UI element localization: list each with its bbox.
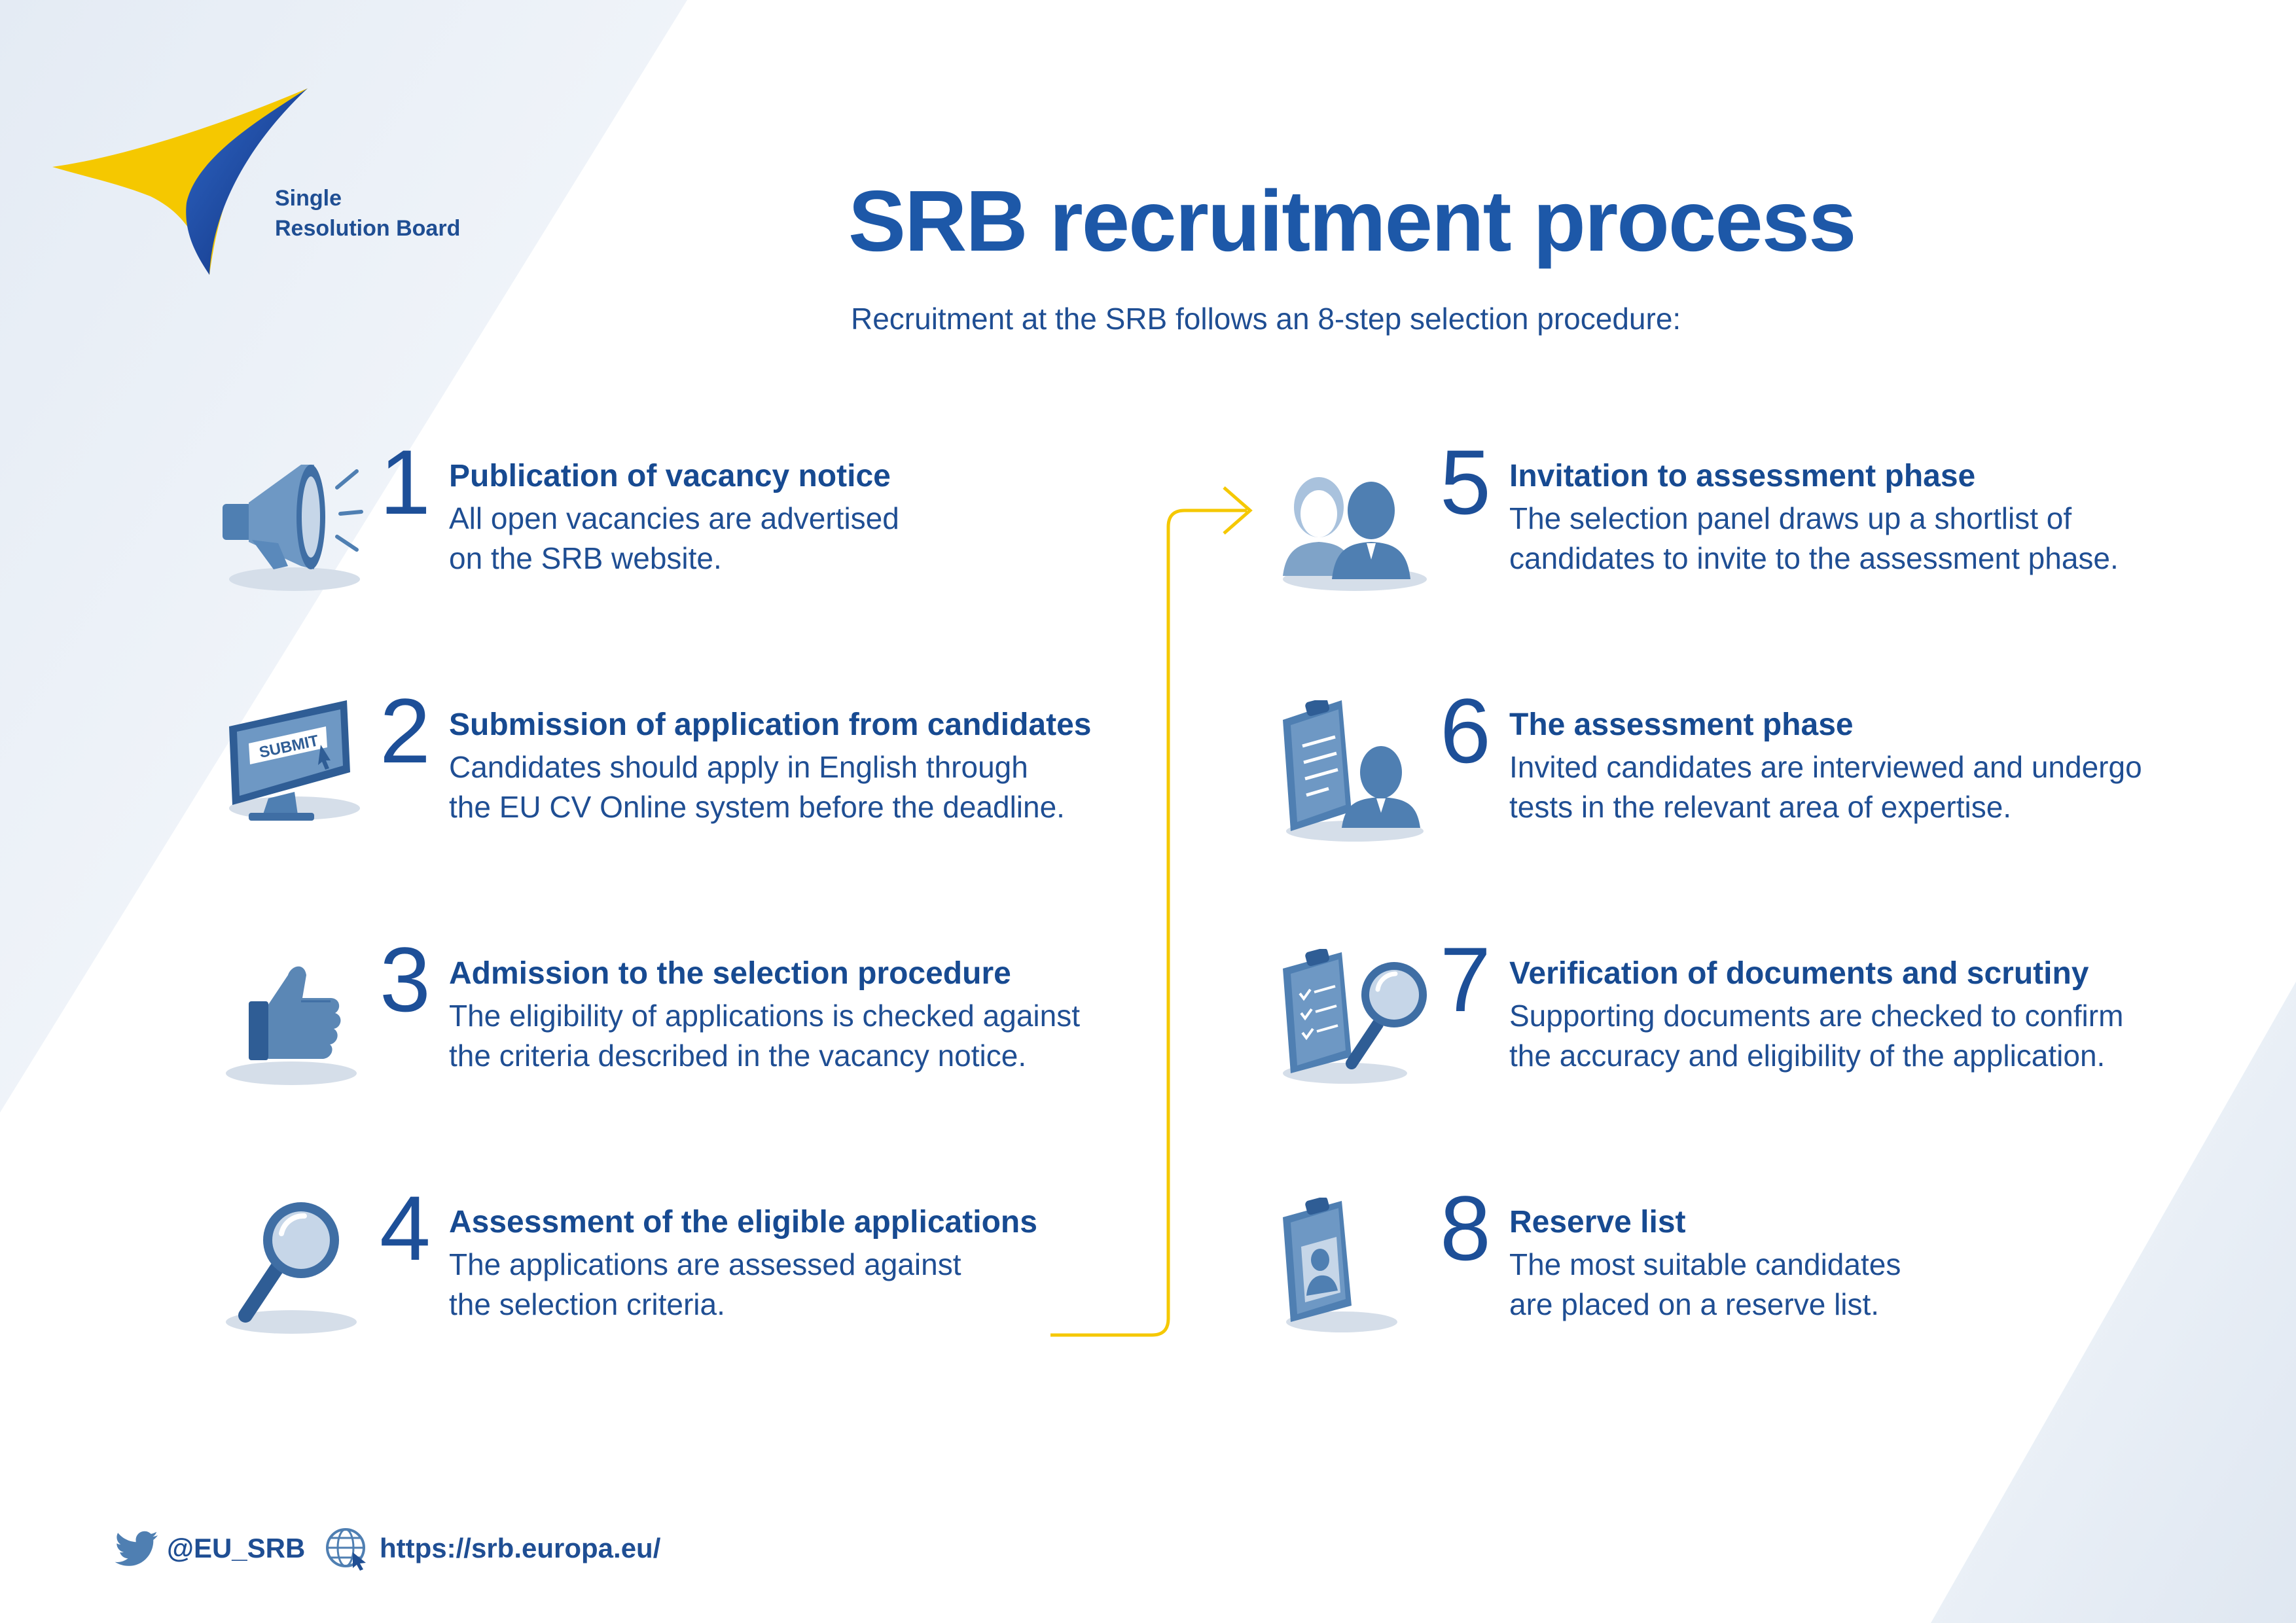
step-description: The selection panel draws up a shortlist… xyxy=(1509,499,2164,579)
step-description-line: on the SRB website. xyxy=(449,541,722,575)
step-description-line: the EU CV Online system before the deadl… xyxy=(449,790,1065,824)
step-number: 2 xyxy=(380,679,431,782)
step-heading: Publication of vacancy notice xyxy=(449,459,891,493)
step-description-line: the selection criteria. xyxy=(449,1287,725,1321)
logo-line-2: Resolution Board xyxy=(275,216,461,241)
step-description-line: Invited candidates are interviewed and u… xyxy=(1509,750,2142,784)
megaphone-icon xyxy=(223,465,363,591)
twitter-handle-link[interactable]: @EU_SRB xyxy=(167,1533,306,1563)
step-description: Invited candidates are interviewed and u… xyxy=(1509,747,2164,827)
step-4: 4 Assessment of the eligible application… xyxy=(223,1179,1073,1368)
step-description-line: tests in the relevant area of expertise. xyxy=(1509,790,2012,824)
step-heading: Invitation to assessment phase xyxy=(1509,459,1976,493)
step-heading: Admission to the selection procedure xyxy=(449,956,1011,991)
step-number: 7 xyxy=(1440,928,1491,1031)
clipboard-person-icon xyxy=(1283,700,1424,842)
step-number: 5 xyxy=(1440,431,1491,533)
step-3: 3 Admission to the selection procedure T… xyxy=(223,931,1080,1119)
globe-icon xyxy=(326,1528,366,1571)
step-number: 6 xyxy=(1440,679,1491,782)
srb-logo xyxy=(52,88,308,275)
step-description-line: the accuracy and eligibility of the appl… xyxy=(1509,1039,2106,1073)
step-heading: Assessment of the eligible applications xyxy=(449,1205,1037,1240)
step-description-line: Candidates should apply in English throu… xyxy=(449,750,1028,784)
step-2: SUBMIT 2 Submission of application from … xyxy=(223,682,1091,870)
step-heading: Reserve list xyxy=(1509,1205,1686,1240)
step-description-line: candidates to invite to the assessment p… xyxy=(1509,541,2119,575)
step-1: 1 Publication of vacancy notice All open… xyxy=(223,433,1073,622)
step-description-line: the criteria described in the vacancy no… xyxy=(449,1039,1027,1073)
checklist-magnifier-icon xyxy=(1283,949,1427,1084)
step-6: 6 The assessment phase Invited candidate… xyxy=(1283,682,2142,870)
page-subtitle: Recruitment at the SRB follows an 8-step… xyxy=(851,302,1681,336)
step-number: 1 xyxy=(380,431,431,533)
step-description-line: The selection panel draws up a shortlist… xyxy=(1509,501,2072,535)
step-description-line: Supporting documents are checked to conf… xyxy=(1509,999,2124,1033)
step-number: 3 xyxy=(380,928,431,1031)
step-number: 8 xyxy=(1440,1177,1491,1279)
people-icon xyxy=(1283,477,1427,591)
step-heading: Submission of application from candidate… xyxy=(449,707,1092,742)
step-description: The most suitable candidates are placed … xyxy=(1509,1245,2164,1325)
step-heading: The assessment phase xyxy=(1509,707,1854,742)
website-link[interactable]: https://srb.europa.eu/ xyxy=(380,1533,661,1563)
logo-line-1: Single xyxy=(275,186,342,211)
step-description: Supporting documents are checked to conf… xyxy=(1509,996,2164,1076)
magnifier-icon xyxy=(226,1202,357,1334)
step-8: 8 Reserve list The most suitable candida… xyxy=(1283,1179,2134,1368)
thumbs-up-icon xyxy=(226,966,357,1085)
step-7: 7 Verification of documents and scrutiny… xyxy=(1283,931,2134,1119)
page-title: SRB recruitment process xyxy=(848,173,1857,269)
step-description: Candidates should apply in English throu… xyxy=(449,747,1103,827)
step-heading: Verification of documents and scrutiny xyxy=(1509,956,2089,991)
step-description-line: The applications are assessed against xyxy=(449,1247,961,1281)
step-description: The applications are assessed against th… xyxy=(449,1245,1103,1325)
monitor-submit-icon: SUBMIT xyxy=(229,700,360,821)
step-description-line: are placed on a reserve list. xyxy=(1509,1287,1880,1321)
step-5: 5 Invitation to assessment phase The sel… xyxy=(1283,433,2134,622)
step-description: All open vacancies are advertised on the… xyxy=(449,499,1103,579)
step-description: The eligibility of applications is check… xyxy=(449,996,1103,1076)
clipboard-profile-icon xyxy=(1283,1198,1397,1332)
step-number: 4 xyxy=(380,1177,431,1279)
twitter-icon[interactable] xyxy=(115,1526,160,1572)
logo-text: Single Resolution Board xyxy=(275,183,460,243)
step-description-line: All open vacancies are advertised xyxy=(449,501,899,535)
step-description-line: The eligibility of applications is check… xyxy=(449,999,1080,1033)
step-description-line: The most suitable candidates xyxy=(1509,1247,1901,1281)
